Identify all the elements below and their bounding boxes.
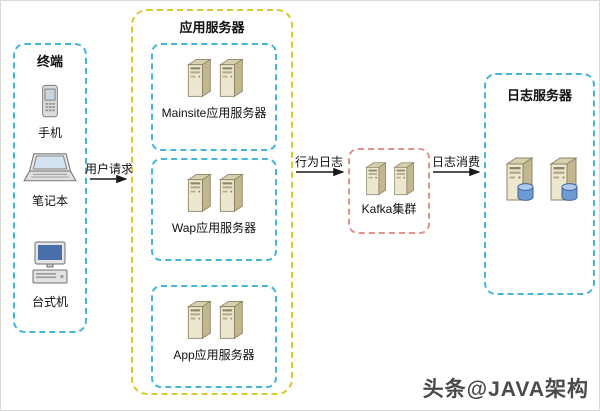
laptop-icon xyxy=(23,153,77,182)
app-servers-group-title: 应用服务器 xyxy=(179,20,245,35)
device-label: 笔记本 xyxy=(31,194,68,208)
mobile-phone-icon xyxy=(42,84,58,118)
cluster-label: Mainsite应用服务器 xyxy=(161,106,267,120)
database-server-icon xyxy=(545,153,579,203)
app-servers-group: 应用服务器 Mainsite应用服务器 Wap应用服务器 App应用服务器 xyxy=(131,9,293,395)
flow-label-user-request: 用户请求 xyxy=(85,162,134,176)
cluster-label: App应用服务器 xyxy=(173,348,255,362)
device-desktop: 台式机 xyxy=(15,240,85,310)
flow-label-behavior-log: 行为日志 xyxy=(295,155,344,169)
device-label: 台式机 xyxy=(31,295,68,309)
database-server-icon xyxy=(501,153,535,203)
server-row xyxy=(183,170,245,214)
server-tower-icon xyxy=(219,173,243,212)
watermark: 头条@JAVA架构 xyxy=(422,378,589,401)
log-servers-group: 日志服务器 xyxy=(484,73,595,295)
flow-label-log-consume: 日志消费 xyxy=(432,155,481,169)
device-label: 手机 xyxy=(37,126,62,140)
server-row xyxy=(362,159,416,197)
kafka-label: Kafka集群 xyxy=(361,202,417,216)
device-mobile-phone: 手机 xyxy=(15,83,85,141)
server-tower-icon xyxy=(187,58,211,97)
mainsite-cluster: Mainsite应用服务器 xyxy=(151,43,277,151)
terminal-group: 终端 手机 笔记本 xyxy=(13,43,87,333)
server-tower-icon xyxy=(187,300,211,339)
server-tower-icon xyxy=(219,300,243,339)
wap-cluster: Wap应用服务器 xyxy=(151,158,277,261)
server-tower-icon xyxy=(219,58,243,97)
server-row xyxy=(486,153,593,203)
server-tower-icon xyxy=(366,162,387,196)
server-tower-icon xyxy=(187,173,211,212)
server-row xyxy=(183,297,245,341)
desktop-computer-icon xyxy=(32,241,68,284)
server-row xyxy=(183,55,245,99)
log-servers-group-title: 日志服务器 xyxy=(506,88,572,103)
device-laptop: 笔记本 xyxy=(15,151,85,209)
app-cluster: App应用服务器 xyxy=(151,285,277,388)
terminal-group-title: 终端 xyxy=(36,54,63,69)
kafka-cluster-group: Kafka集群 xyxy=(348,148,430,234)
server-tower-icon xyxy=(394,162,415,196)
cluster-label: Wap应用服务器 xyxy=(171,221,257,235)
